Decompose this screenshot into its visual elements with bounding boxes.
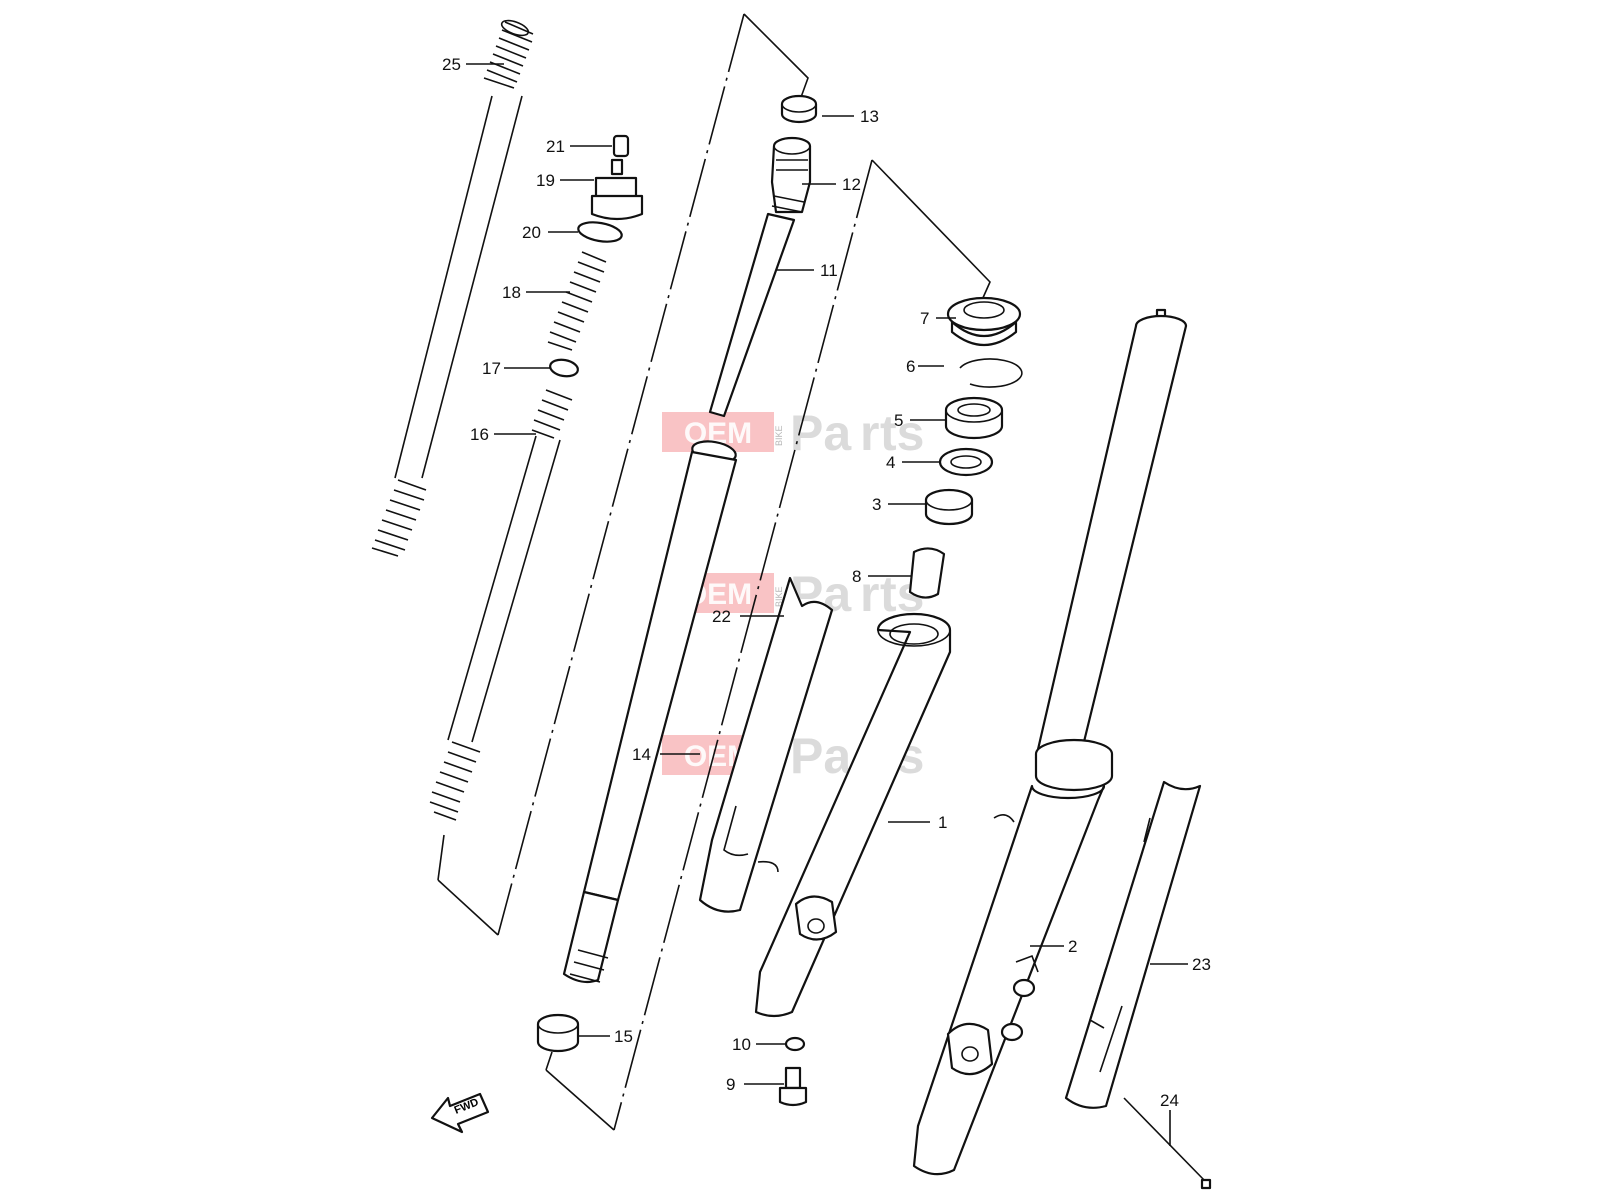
callout-16: 16 [470, 425, 489, 444]
part-19-cap-bolt [590, 158, 644, 221]
watermark-1: OEM BIKE Pa r ts [662, 405, 924, 461]
callout-8: 8 [852, 567, 861, 586]
watermark-parts-r: r [860, 566, 879, 622]
callout-labels: 25 21 19 20 18 17 16 13 12 11 7 6 5 4 3 … [442, 55, 1211, 1110]
part-11-12-damper-rod [708, 136, 812, 418]
callout-23: 23 [1192, 955, 1211, 974]
part-3-bushing [924, 488, 974, 526]
part-4-washer [938, 447, 994, 477]
part-14-inner-tube [562, 440, 738, 984]
watermark-bike: BIKE [774, 425, 784, 446]
watermark-parts-pa: Pa [790, 405, 852, 461]
callout-20: 20 [522, 223, 541, 242]
part-13-ring [780, 94, 818, 124]
watermark-parts-pa: Pa [790, 728, 852, 784]
leader-lines [466, 63, 1188, 1146]
part-6-retaining-clip [959, 358, 1023, 388]
part-7-dust-seal [946, 296, 1022, 346]
part-22-fork-cover [698, 576, 834, 913]
callout-11: 11 [820, 261, 838, 280]
callout-4: 4 [886, 453, 895, 472]
part-25-spring [371, 19, 534, 557]
callout-12: 12 [842, 175, 861, 194]
part-8-oil-lock-piece [908, 547, 946, 599]
callout-15: 15 [614, 1027, 633, 1046]
callout-6: 6 [906, 357, 915, 376]
callout-13: 13 [860, 107, 879, 126]
callout-25: 25 [442, 55, 461, 74]
callout-21: 21 [546, 137, 565, 156]
part-21-valve-cap [612, 134, 630, 158]
callout-22: 22 [712, 607, 731, 626]
callout-18: 18 [502, 283, 521, 302]
group-outline-inner [437, 13, 991, 1131]
callout-3: 3 [872, 495, 881, 514]
callout-10: 10 [732, 1035, 751, 1054]
part-10-washer [784, 1036, 806, 1052]
watermark-parts-ts: ts [880, 405, 924, 461]
watermark-parts-r: r [860, 405, 879, 461]
watermark-bike: BIKE [774, 586, 784, 607]
callout-14: 14 [632, 745, 651, 764]
part-17-washer [549, 358, 579, 378]
part-24-tie-strap [1123, 1097, 1212, 1190]
callout-5: 5 [894, 411, 903, 430]
callout-19: 19 [536, 171, 555, 190]
part-1-outer-tube [754, 612, 952, 1018]
part-15-bushing [536, 1013, 580, 1053]
part-16-fork-spring [429, 389, 573, 821]
part-2-fork-leg-assembly [912, 308, 1188, 1176]
callout-1: 1 [938, 813, 947, 832]
callout-2: 2 [1068, 937, 1077, 956]
callout-7: 7 [920, 309, 929, 328]
part-9-bolt [778, 1066, 808, 1107]
callout-24: 24 [1160, 1091, 1179, 1110]
part-18-spacer-spring [547, 251, 607, 351]
part-5-oil-seal [944, 396, 1004, 440]
callout-17: 17 [482, 359, 501, 378]
fwd-arrow-icon: FWD [430, 1092, 490, 1134]
callout-9: 9 [726, 1075, 735, 1094]
part-23-fork-cover [1064, 780, 1202, 1109]
part-20-o-ring [577, 221, 623, 243]
